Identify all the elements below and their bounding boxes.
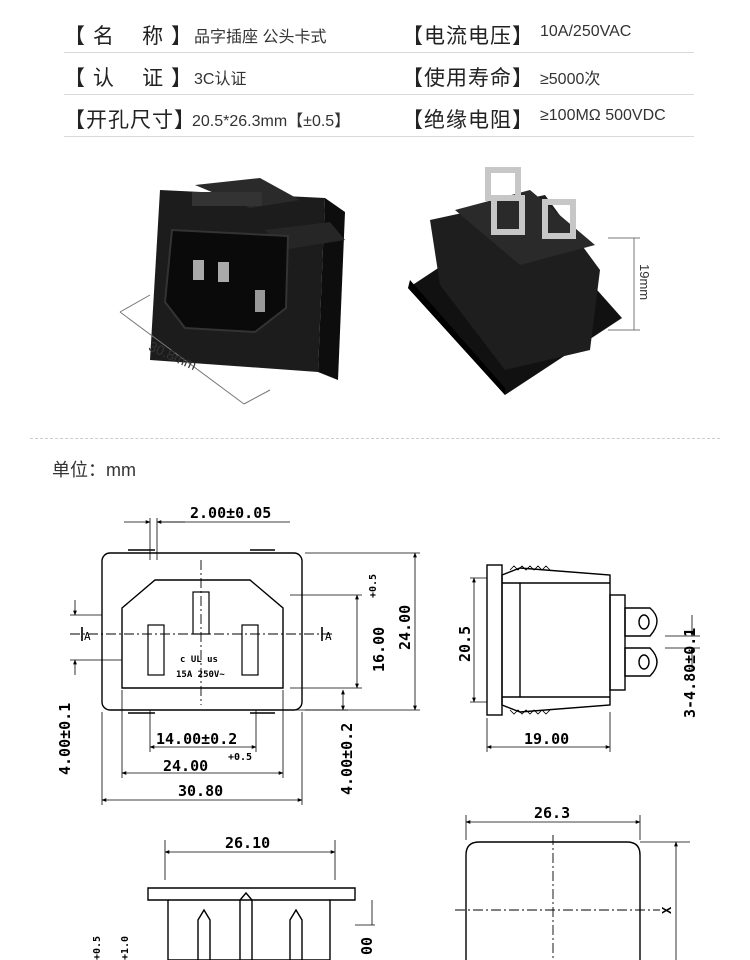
spec-value: 10A/250VAC xyxy=(540,23,632,40)
spec-value: ≥5000次 xyxy=(540,71,601,88)
unit-label: 单位：mm xyxy=(52,460,136,480)
dim-side-height: 20.5 xyxy=(456,626,474,662)
left-small-dim-1: +0.5 xyxy=(92,936,103,960)
cutout-mark: X xyxy=(660,906,674,914)
cert-mark: c UL us xyxy=(180,655,218,665)
spec-value: 3C认证 xyxy=(194,71,247,88)
spec-row: 【 认 证 】 3C认证 【使用寿命】 ≥5000次 xyxy=(64,54,694,95)
dim-pin-spacing: 14.00±0.2 xyxy=(156,730,237,748)
spec-value: 品字插座 公头卡式 xyxy=(194,29,327,46)
dim-terminal-pitch: 3-4.80±0.1 xyxy=(681,628,699,718)
spec-label: 【电流电压】 xyxy=(402,25,534,48)
socket-rear-view: 19mm xyxy=(408,167,652,395)
section-divider xyxy=(30,438,720,439)
dim-cutout-width: 26.3 xyxy=(534,804,570,822)
dim-top-pitch: 2.00±0.05 xyxy=(190,504,271,522)
spec-label: 【使用寿命】 xyxy=(402,67,534,90)
product-photos: 30.8mm 19mm xyxy=(119,167,652,405)
spec-row: 【 名 称 】 品字插座 公头卡式 【电流电压】 10A/250VAC xyxy=(64,12,694,53)
spec-label: 【开孔尺寸】 xyxy=(64,109,196,132)
spec-label: 【 认 证 】 xyxy=(64,67,194,90)
spec-label: 【 名 称 】 xyxy=(64,25,194,48)
dim-outer-width: 30.80 xyxy=(178,782,223,800)
dim-inner-width-tol: +0.5 xyxy=(228,752,252,763)
spec-value: 20.5*26.3mm【±0.5】 xyxy=(192,113,351,130)
dim-inner-width: 24.00 xyxy=(163,757,208,775)
spec-value: ≥100MΩ 500VDC xyxy=(540,107,666,124)
dim-side-depth: 19.00 xyxy=(524,730,569,748)
right-small-dim: 00 xyxy=(358,937,376,955)
dim-bottom-width: 26.10 xyxy=(225,834,270,852)
spec-row: 【开孔尺寸】 20.5*26.3mm【±0.5】 【绝缘电阻】 ≥100MΩ 5… xyxy=(64,96,694,137)
rating-marking: 15A 250V~ xyxy=(176,670,225,680)
left-small-dim-2: +1.0 xyxy=(120,936,131,960)
dim-height-outer: 24.00 xyxy=(396,605,414,650)
spec-label: 【绝缘电阻】 xyxy=(402,109,534,132)
section-mark-right: A xyxy=(325,630,332,643)
dim-bottom-offset: 4.00±0.2 xyxy=(338,723,356,795)
dim-left-offset: 4.00±0.1 xyxy=(56,703,74,775)
photo-height-label: 19mm xyxy=(637,264,652,300)
dim-height-inner: 16.00 xyxy=(370,627,388,672)
section-mark-left: A xyxy=(84,630,91,643)
dim-height-inner-tol: +0.5 xyxy=(368,574,379,598)
